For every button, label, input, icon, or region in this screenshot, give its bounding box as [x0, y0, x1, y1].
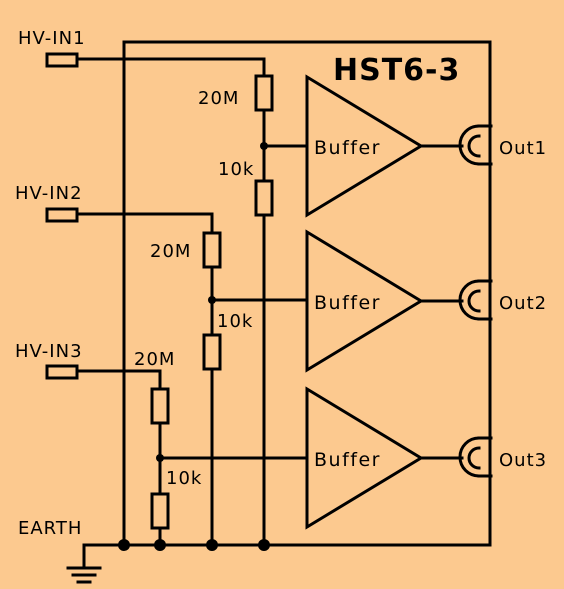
resistor-label-10k-3: 10k: [166, 468, 202, 489]
hv-in1-pin: [45, 52, 79, 68]
resistor-10k-3: [150, 492, 170, 530]
resistor-20m-2: [202, 231, 222, 269]
input-label-3: HV-IN3: [15, 341, 83, 362]
output-connector-1: [458, 124, 481, 166]
input-label-2: HV-IN2: [15, 183, 83, 204]
buffer-label-2: Buffer: [314, 292, 381, 314]
channel-3: HV-IN3 20M 10k Buffer Out3: [15, 341, 547, 547]
channel-1: HV-IN1 20M 10k Buffer Out1: [18, 28, 547, 547]
module-enclosure: [122, 40, 492, 547]
output-label-2: Out2: [499, 293, 547, 314]
resistor-10k-2: [202, 333, 222, 371]
junction-dot: [156, 454, 164, 462]
resistor-10k-1: [254, 179, 274, 217]
resistor-label-20m-2: 20M: [150, 241, 191, 262]
hv-in3-pin: [45, 364, 79, 380]
junction-dot: [260, 142, 268, 150]
junction-dot: [206, 539, 218, 551]
buffer-2: [305, 229, 424, 373]
buffer-1: [305, 74, 424, 218]
junction-dot: [118, 539, 130, 551]
resistor-20m-3: [150, 387, 170, 425]
output-label-1: Out1: [499, 138, 547, 159]
channel-2: HV-IN2 20M 10k Buffer Out2: [15, 183, 547, 547]
resistor-label-10k-1: 10k: [218, 159, 254, 180]
resistor-label-20m-1: 20M: [198, 88, 239, 109]
junction-dot: [258, 539, 270, 551]
earth-label: EARTH: [18, 518, 82, 539]
output-connector-2: [458, 279, 481, 321]
module-title: HST6-3: [333, 53, 460, 88]
resistor-label-10k-2: 10k: [217, 311, 253, 332]
hv-in2-pin: [45, 207, 79, 223]
output-connector-3: [458, 436, 481, 478]
input-label-1: HV-IN1: [18, 28, 86, 49]
ground-network: EARTH: [18, 518, 270, 584]
output-label-3: Out3: [499, 450, 547, 471]
resistor-20m-1: [254, 74, 274, 112]
junction-dot: [154, 539, 166, 551]
buffer-label-1: Buffer: [314, 137, 381, 159]
buffer-3: [305, 386, 424, 530]
junction-dot: [208, 296, 216, 304]
resistor-label-20m-3: 20M: [134, 349, 175, 370]
buffer-label-3: Buffer: [314, 449, 381, 471]
